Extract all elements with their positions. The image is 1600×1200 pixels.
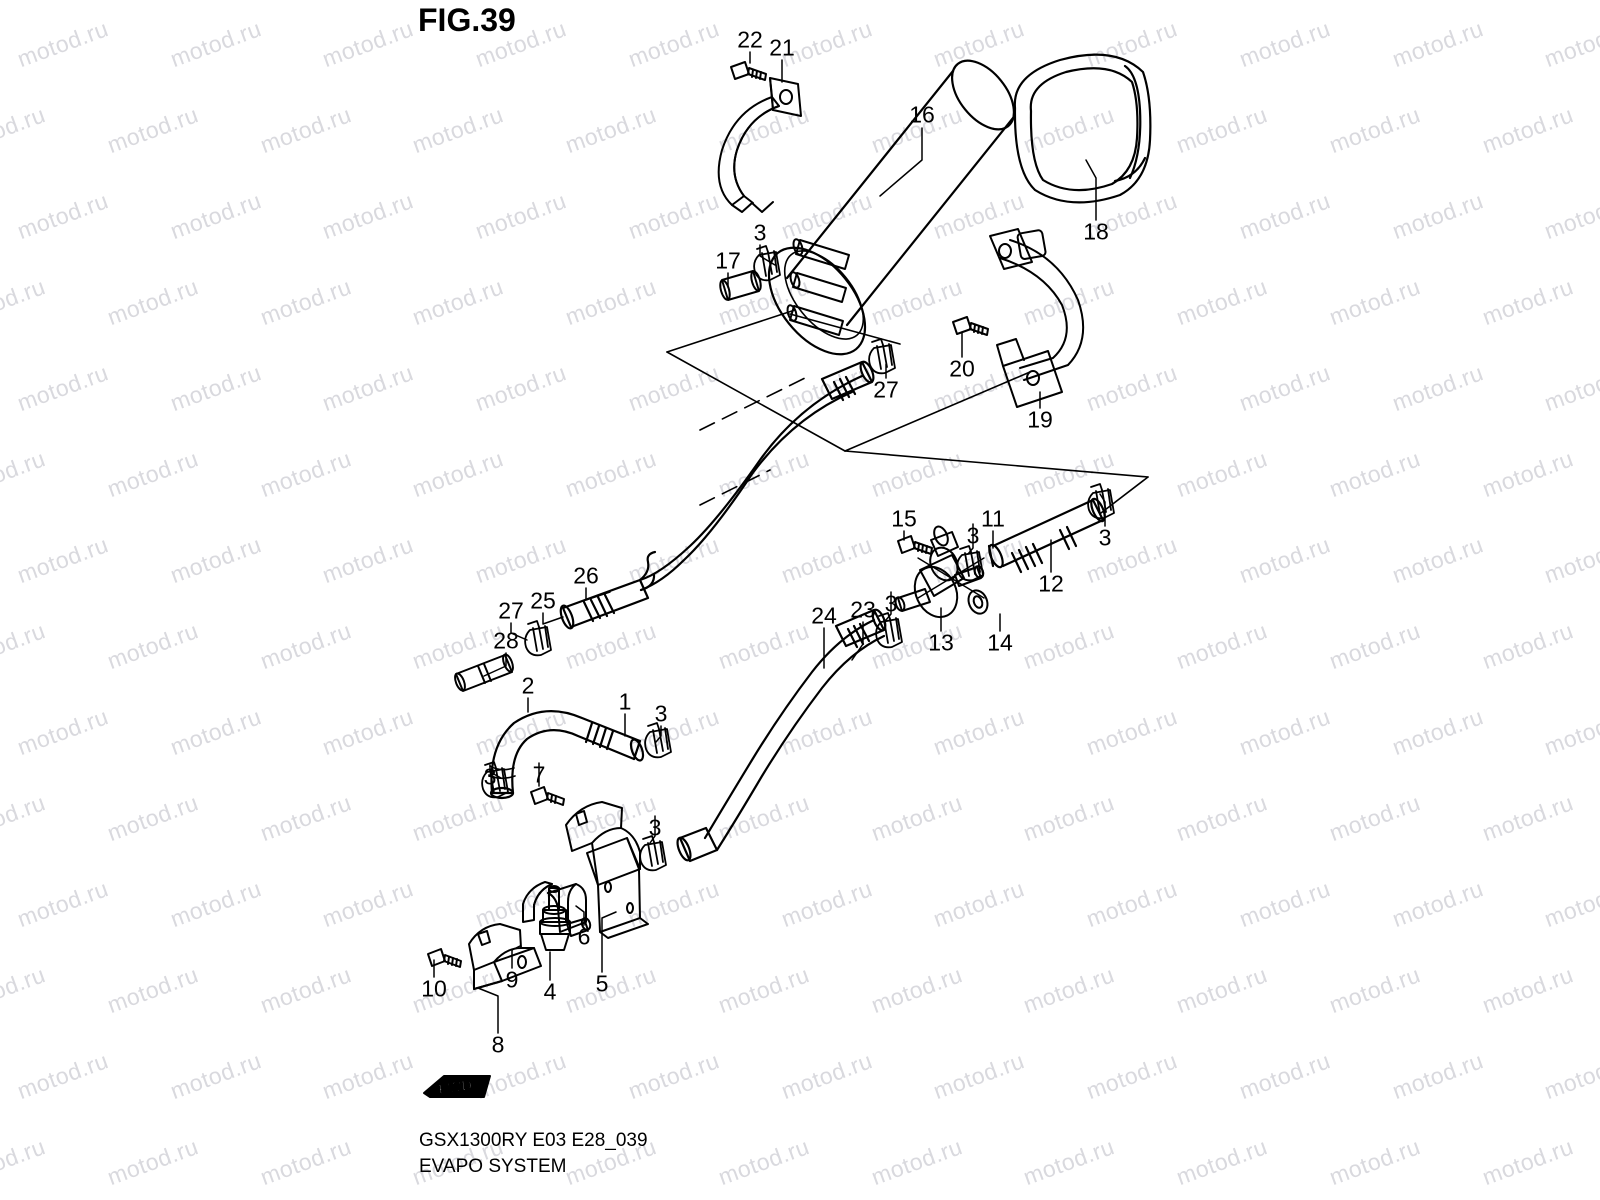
callout-number-20: 20 [949,355,975,382]
callout-number-12: 12 [1038,570,1064,597]
part-clamp-3c [639,835,667,872]
callout-number-5: 5 [595,970,609,997]
part-hose-26 [559,360,875,630]
callout-number-27: 27 [498,597,524,624]
part-clamp-3e [956,545,984,582]
callout-number-14: 14 [987,629,1013,656]
part-canister [767,59,1015,356]
callout-number-24: 24 [811,602,837,629]
part-bracket-5 [565,801,649,939]
callout-number-1: 1 [618,688,632,715]
callout-number-3: 3 [966,522,980,549]
figure-caption: GSX1300RY E03 E28_039 EVAPO SYSTEM [419,1128,648,1180]
fwd-arrow-marker: FWD [423,1075,491,1099]
callout-number-3: 3 [884,590,898,617]
callout-number-11: 11 [981,505,1005,532]
callout-number-27: 27 [873,376,899,403]
callout-number-26: 26 [573,562,599,589]
part-clamp-27 [524,620,552,657]
callout-number-9: 9 [505,966,519,993]
callout-number-8: 8 [491,1031,505,1058]
callout-number-16: 16 [909,101,935,128]
part-bolt-10 [427,948,462,968]
callout-number-28: 28 [493,627,519,654]
part-joint-28 [454,653,514,692]
callout-number-3: 3 [1098,524,1112,551]
part-hose-12 [987,497,1106,574]
part-valve-4 [539,885,592,951]
part-cap-17 [719,270,762,301]
callout-number-22: 22 [737,26,763,53]
svg-text:FWD: FWD [437,1077,473,1099]
callout-number-7: 7 [532,761,546,788]
callout-number-25: 25 [530,587,556,614]
callout-number-21: 21 [769,34,795,61]
callout-number-4: 4 [543,978,557,1005]
caption-system-name: EVAPO SYSTEM [419,1156,567,1177]
part-clamp-3a [644,722,672,759]
part-clamp-3b [481,761,509,799]
caption-model-code: GSX1300RY E03 E28_039 [419,1130,648,1151]
callout-number-10: 10 [421,975,447,1002]
part-bracket-19 [989,228,1085,408]
projection-lines [666,309,1149,514]
callout-number-6: 6 [577,923,591,950]
callout-number-17: 17 [715,247,741,274]
callout-number-23: 23 [850,596,876,623]
part-cushion-ring [1013,53,1152,204]
callout-number-3: 3 [648,814,662,841]
part-washer-14 [967,589,989,615]
part-hose-24 [676,608,887,863]
part-bolt-7 [530,786,565,806]
callout-leaders [433,51,1106,1034]
part-clamp-3d [875,612,903,649]
callout-number-2: 2 [521,672,535,699]
callout-number-15: 15 [891,505,917,532]
part-bolt-15 [897,535,933,555]
part-bolt-22 [730,61,767,81]
part-bolt-20 [952,316,989,336]
callout-number-3: 3 [654,700,668,727]
page-title: FIG.39 [418,2,516,38]
part-band-clamp-upper [717,77,802,213]
callout-number-3: 3 [483,763,497,790]
callout-number-18: 18 [1083,218,1109,245]
part-hose-1-2 [488,709,645,800]
callout-number-3: 3 [753,219,767,246]
callout-number-19: 19 [1027,406,1053,433]
callout-number-13: 13 [928,629,954,656]
part-holder-9 [522,881,553,923]
